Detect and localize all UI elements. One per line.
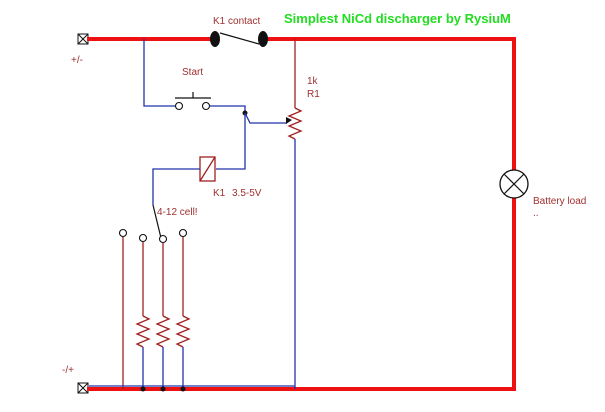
pot-value-label: 1k [307,76,319,87]
power-loop [87,37,516,391]
diagram-title: Simplest NiCd discharger by RysiuM [284,11,511,26]
cells-label: 4-12 cell! [157,207,198,218]
wiper-wire [244,112,287,124]
potentiometer-r1 [286,39,303,389]
pot-name-label: R1 [307,89,320,100]
load-label: Battery load [533,196,586,207]
top-terminal [77,33,89,45]
battery-load-lamp [499,169,529,199]
relay-k1-coil [152,113,246,205]
k1-contact [210,31,268,47]
cell-selector-switch [118,204,188,244]
top-terminal-label: +/- [71,55,83,66]
ladder-junctions [140,386,186,392]
relay-name-label: K1 [213,188,226,199]
start-button [174,92,211,111]
load-dots-label: .. [533,208,539,219]
relay-voltage-label: 3.5-5V [232,188,262,199]
bottom-terminal-label: -/+ [62,365,74,376]
resistor-ladder [89,237,295,389]
bottom-terminal [77,382,89,394]
start-label: Start [182,67,203,78]
k1-contact-label: K1 contact [213,16,260,27]
